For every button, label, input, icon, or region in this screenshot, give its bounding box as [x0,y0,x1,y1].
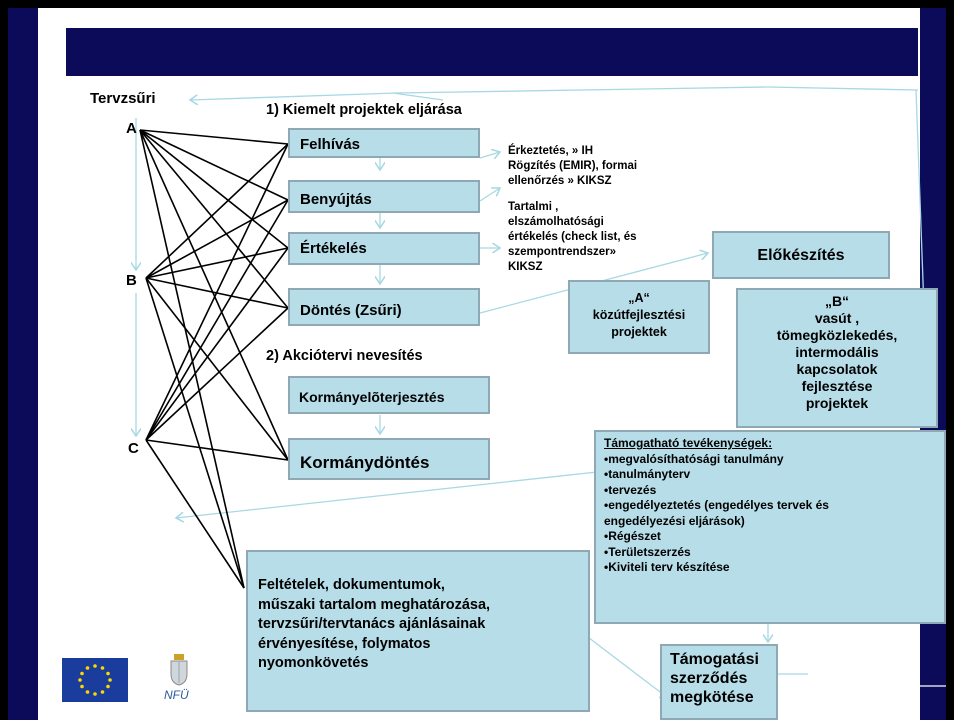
abc-connections [139,129,289,589]
erkeztetes-note: Érkeztetés, » IH Rögzítés (EMIR), formai… [508,145,638,187]
left-border-bar [8,8,38,720]
felhivas-box: Felhívás [288,128,480,158]
top-line-to-tervzsuri [190,92,397,100]
kormanyeloterjesztes-box: Kormányelõterjesztés [288,376,490,414]
top-line-fold [392,92,444,101]
ertekeles-box: Értékelés [288,232,480,265]
node-b: B [126,272,137,289]
title-banner [66,28,918,76]
coat-of-arms-icon [170,654,188,686]
kormanydontes-box: Kormánydöntés [288,438,490,480]
uj-magyarorszag-logo-icon [883,669,915,691]
tartalmi-note: Tartalmi , elszámolhatósági értékelés (c… [508,201,637,273]
tamogathato-tevekenysegek-box: Támogatható tevékenységek: •megvalósítha… [594,430,946,624]
top-right-line [767,86,919,91]
tervzsuri-label: Tervzsűri [90,90,156,107]
benyujtas-box: Benyújtás [288,180,480,213]
top-line-1 [395,86,769,94]
node-c: C [128,440,139,457]
elokeszites-box: Előkészítés [712,231,890,279]
benyujtas-note-arrow [479,188,500,202]
connector-lines [8,86,946,720]
section-2-heading: 2) Akciótervi nevesítés [266,348,423,364]
eu-flag-icon [62,658,128,702]
felhivas-note-arrow [479,152,500,158]
slide: Tervzsűri A B C 1) Kiemelt projektek elj… [8,8,946,720]
node-a: A [126,120,137,137]
dontes-box: Döntés (Zsűri) [288,288,480,326]
feltetelek-to-szerzodes-arrow [575,627,668,698]
section-1-heading: 1) Kiemelt projektek eljárása [266,102,462,118]
nfu-label: NFÜ [164,688,189,702]
feltetelek-box: Feltételek, dokumentumok,műszaki tartalo… [246,550,590,712]
tevekenysegek-heading: Támogatható tevékenységek: [604,436,773,450]
